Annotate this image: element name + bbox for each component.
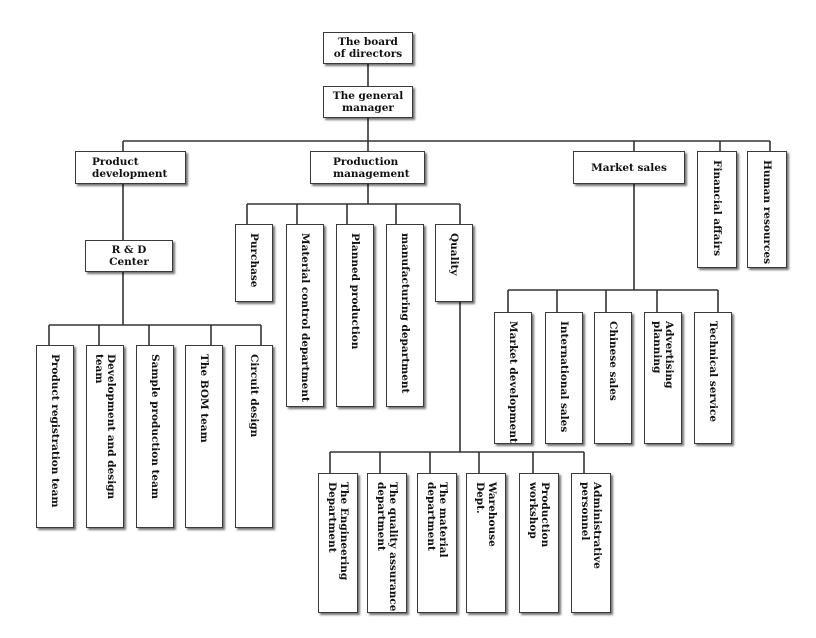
node-label: manufacturing department <box>399 233 411 394</box>
node-bom-team: The BOM team <box>185 345 223 528</box>
node-label: Financial affairs <box>711 160 723 257</box>
node-label: Material control department <box>299 233 311 402</box>
node-product-registration-team: Product registration team <box>36 345 74 528</box>
node-engineering-department: The Engineering Department <box>318 473 358 613</box>
node-label: Development and design team <box>93 354 117 500</box>
node-planned-production: Planned production <box>336 224 374 407</box>
node-international-sales: International sales <box>545 312 583 444</box>
node-label: Planned production <box>349 233 361 350</box>
node-warehouse-dept: Warehouse Dept. <box>466 473 506 613</box>
node-label: Production workshop <box>527 482 551 548</box>
node-label: Human resources <box>761 160 773 265</box>
node-market-sales: Market sales <box>573 151 685 184</box>
node-rd-center: R & D Center <box>85 240 173 272</box>
node-sample-production-team: Sample production team <box>136 345 174 528</box>
node-production-management: Production management <box>310 151 425 184</box>
node-label: Chinese sales <box>607 321 619 401</box>
node-human-resources: Human resources <box>747 151 787 268</box>
node-purchase: Purchase <box>235 224 273 302</box>
node-material-control-department: Material control department <box>286 224 324 407</box>
node-label: The material department <box>425 482 449 558</box>
node-administrative-personnel: Administrative personnel <box>571 473 611 613</box>
node-label: Quality <box>448 233 460 276</box>
node-label: International sales <box>558 321 570 433</box>
node-general-manager: The general manager <box>323 86 413 118</box>
node-market-development: Market development <box>494 312 532 444</box>
node-production-workshop: Production workshop <box>519 473 559 613</box>
node-label: Circuit design <box>248 354 260 438</box>
node-label: The Engineering Department <box>326 482 350 581</box>
node-product-development: Product development <box>75 151 186 184</box>
node-label: Market development <box>507 321 519 443</box>
node-development-design-team: Development and design team <box>86 345 124 528</box>
node-quality: Quality <box>435 224 473 302</box>
node-circuit-design: Circuit design <box>235 345 273 528</box>
node-board-of-directors: The board of directors <box>323 32 413 64</box>
node-financial-affairs: Financial affairs <box>697 151 737 268</box>
node-label: Product registration team <box>49 354 61 508</box>
node-manufacturing-department: manufacturing department <box>386 224 424 407</box>
node-label: Warehouse Dept. <box>474 482 498 547</box>
node-quality-assurance-department: The quality assurance department <box>367 473 407 613</box>
node-label: Purchase <box>248 233 260 288</box>
node-technical-service: Technical service <box>694 312 732 444</box>
node-chinese-sales: Chinese sales <box>594 312 632 444</box>
node-label: Administrative personnel <box>579 482 603 569</box>
node-label: Sample production team <box>149 354 161 499</box>
node-material-department: The material department <box>417 473 457 613</box>
node-label: Technical service <box>707 321 719 423</box>
node-advertising-planning: Advertising planning <box>644 312 682 444</box>
node-label: Advertising planning <box>651 321 675 389</box>
node-label: The BOM team <box>198 354 210 443</box>
node-label: The quality assurance department <box>375 482 399 612</box>
